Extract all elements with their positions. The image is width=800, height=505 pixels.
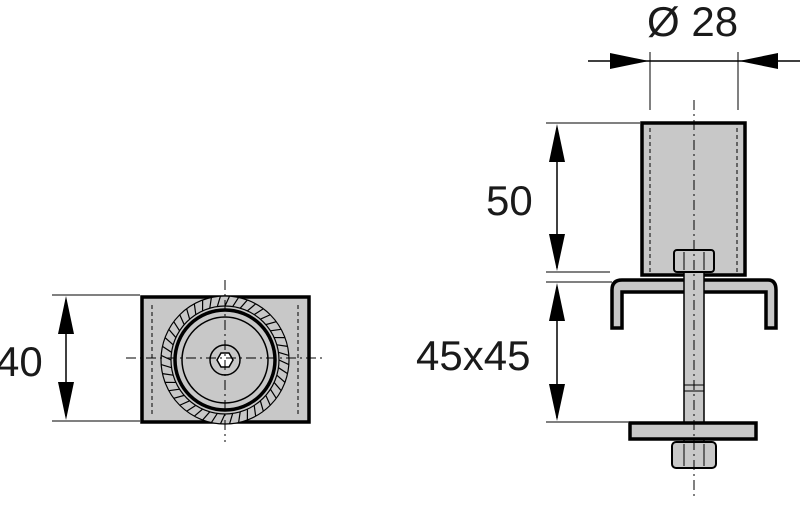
serration-tooth: [216, 295, 222, 307]
serration-tooth: [270, 328, 282, 332]
arrow-down: [58, 382, 74, 420]
serration-tooth: [179, 314, 185, 325]
bottom-plate: [628, 421, 758, 441]
serration-tooth: [202, 411, 211, 421]
serration-tooth: [164, 337, 174, 346]
serration-tooth: [168, 328, 177, 338]
serration-tooth: [210, 413, 218, 423]
serration-tooth: [276, 374, 286, 383]
serration-tooth: [186, 404, 197, 412]
serration-tooth: [238, 411, 241, 423]
arrow-45-up: [549, 283, 565, 321]
serration-tooth: [278, 351, 290, 357]
arrow-45-down: [549, 384, 565, 421]
serration-tooth: [193, 303, 197, 315]
serration-tooth: [253, 308, 264, 316]
dimension-label-45x45: 45x45: [416, 332, 530, 379]
serration-tooth: [224, 295, 231, 307]
serration-tooth: [273, 382, 282, 392]
u-bracket: [610, 278, 778, 330]
serration-tooth: [228, 413, 234, 425]
arrow-right-into: [610, 53, 649, 69]
serration-tooth: [265, 321, 277, 326]
side-view: Ø 28 50 45x45: [416, 0, 800, 500]
serration-tooth: [193, 408, 203, 417]
serration-tooth: [247, 303, 257, 312]
serration-tooth: [269, 388, 277, 399]
serration-tooth: [265, 395, 271, 406]
serration-tooth: [219, 413, 226, 425]
serration-tooth: [259, 400, 264, 412]
serration-tooth: [253, 405, 257, 417]
serration-tooth: [232, 297, 240, 307]
dimension-label-50: 50: [486, 177, 533, 224]
dimension-label-diameter: Ø 28: [647, 0, 738, 45]
dimension-label-40: 40: [0, 338, 43, 385]
serration-tooth: [168, 388, 180, 392]
serration-tooth: [173, 321, 181, 332]
serration-tooth: [179, 400, 190, 406]
serration-teeth: [160, 295, 290, 425]
serration-tooth: [276, 344, 288, 347]
top-view: 40: [0, 280, 322, 442]
arrow-left-into: [739, 53, 778, 69]
arrow-50-up: [549, 124, 565, 162]
serration-tooth: [160, 363, 172, 369]
serration-tooth: [173, 394, 185, 399]
serration-tooth: [278, 359, 290, 366]
arrow-50-down: [549, 234, 565, 271]
serration-tooth: [239, 299, 248, 309]
serration-tooth: [278, 367, 288, 375]
serration-tooth: [162, 373, 174, 376]
serration-tooth: [209, 297, 212, 309]
serration-tooth: [162, 345, 172, 353]
arrow-up: [58, 296, 74, 334]
serration-tooth: [260, 314, 271, 320]
serration-tooth: [186, 308, 191, 320]
